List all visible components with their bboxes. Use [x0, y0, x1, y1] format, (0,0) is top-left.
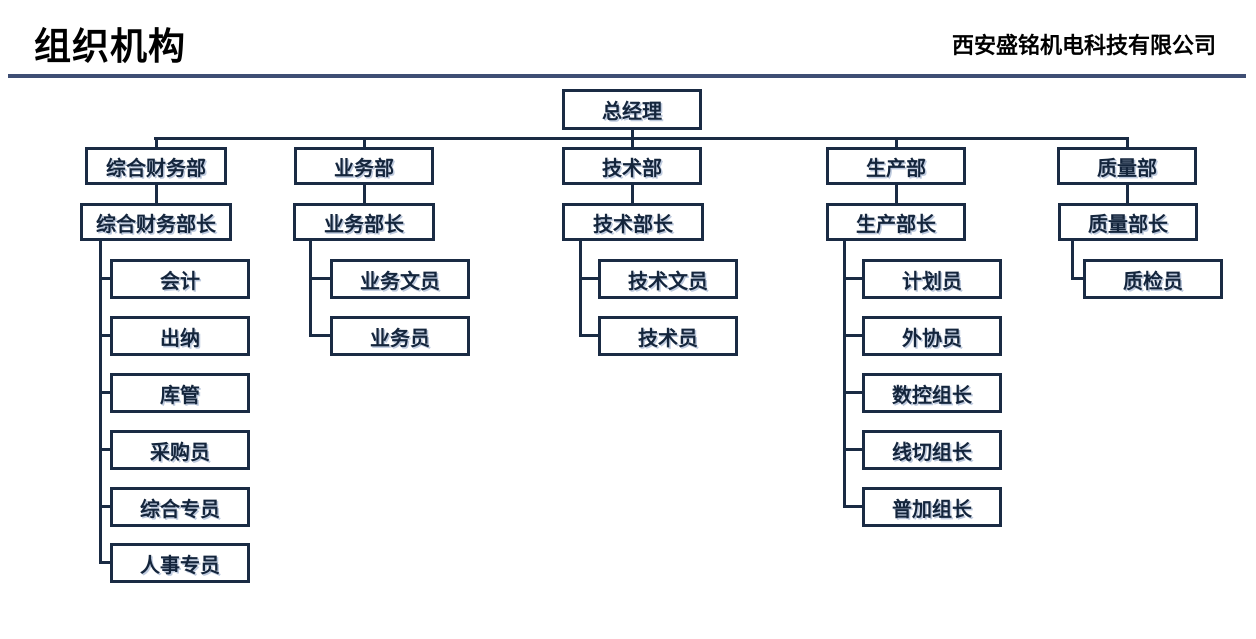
node-leader-business: 业务部长: [293, 203, 435, 241]
node-staff-wirecut-lead: 线切组长: [862, 430, 1002, 470]
connector-dept-stub-technology: [631, 137, 634, 147]
connector-staff-stub: [309, 277, 331, 280]
node-staff-purchaser: 采购员: [110, 430, 250, 470]
connector-leader-stub-business: [363, 185, 366, 203]
connector-dept-stub-finance: [155, 137, 158, 147]
connector-staff-stub: [99, 391, 111, 394]
node-staff-warehouse: 库管: [110, 373, 250, 413]
connector-leader-stub-quality: [1126, 185, 1129, 203]
connector-staff-stub: [1071, 277, 1085, 280]
node-staff-hr: 人事专员: [110, 543, 250, 583]
node-leader-finance: 综合财务部长: [80, 203, 232, 241]
connector-spine-quality: [1071, 241, 1074, 280]
connector-spine-technology: [579, 241, 582, 337]
node-dept-production: 生产部: [826, 147, 966, 185]
node-dept-quality: 质量部: [1057, 147, 1197, 185]
node-dept-finance: 综合财务部: [85, 147, 227, 185]
connector-spine-business: [309, 241, 312, 337]
node-leader-production: 生产部长: [826, 203, 966, 241]
node-staff-outsourcing: 外协员: [862, 316, 1002, 356]
connector-spine-production: [843, 241, 846, 508]
connector-staff-stub: [99, 505, 111, 508]
connector-spine-finance: [99, 241, 102, 564]
node-staff-accountant: 会计: [110, 259, 250, 299]
node-leader-technology: 技术部长: [562, 203, 704, 241]
connector-distributor: [154, 137, 1129, 140]
header-rule: [8, 74, 1246, 78]
company-name: 西安盛铭机电科技有限公司: [951, 33, 1216, 58]
node-staff-technician: 技术员: [598, 316, 738, 356]
connector-dept-stub-quality: [1126, 137, 1129, 147]
connector-staff-stub: [843, 505, 863, 508]
connector-staff-stub: [843, 334, 863, 337]
connector-leader-stub-technology: [631, 185, 634, 203]
connector-leader-stub-production: [895, 185, 898, 203]
connector-leader-stub-finance: [155, 185, 158, 203]
connector-staff-stub: [99, 561, 111, 564]
node-staff-cashier: 出纳: [110, 316, 250, 356]
node-staff-inspector: 质检员: [1083, 259, 1223, 299]
node-staff-planner: 计划员: [862, 259, 1002, 299]
connector-dept-stub-production: [895, 137, 898, 147]
connector-staff-stub: [843, 277, 863, 280]
node-dept-technology: 技术部: [562, 147, 702, 185]
connector-staff-stub: [99, 448, 111, 451]
node-general-manager: 总经理: [562, 89, 702, 130]
connector-root-stub: [631, 130, 634, 140]
connector-staff-stub: [309, 334, 331, 337]
connector-staff-stub: [843, 391, 863, 394]
node-leader-quality: 质量部长: [1058, 203, 1198, 241]
node-staff-business-clerk: 业务文员: [330, 259, 470, 299]
node-staff-machining-lead: 普加组长: [862, 487, 1002, 527]
connector-staff-stub: [579, 277, 599, 280]
page-title: 组织机构: [34, 26, 186, 67]
connector-staff-stub: [843, 448, 863, 451]
node-staff-general-affairs: 综合专员: [110, 487, 250, 527]
connector-staff-stub: [579, 334, 599, 337]
connector-staff-stub: [99, 277, 111, 280]
connector-dept-stub-business: [363, 137, 366, 147]
node-dept-business: 业务部: [294, 147, 434, 185]
node-staff-tech-clerk: 技术文员: [598, 259, 738, 299]
node-staff-cnc-lead: 数控组长: [862, 373, 1002, 413]
connector-staff-stub: [99, 334, 111, 337]
node-staff-salesperson: 业务员: [330, 316, 470, 356]
